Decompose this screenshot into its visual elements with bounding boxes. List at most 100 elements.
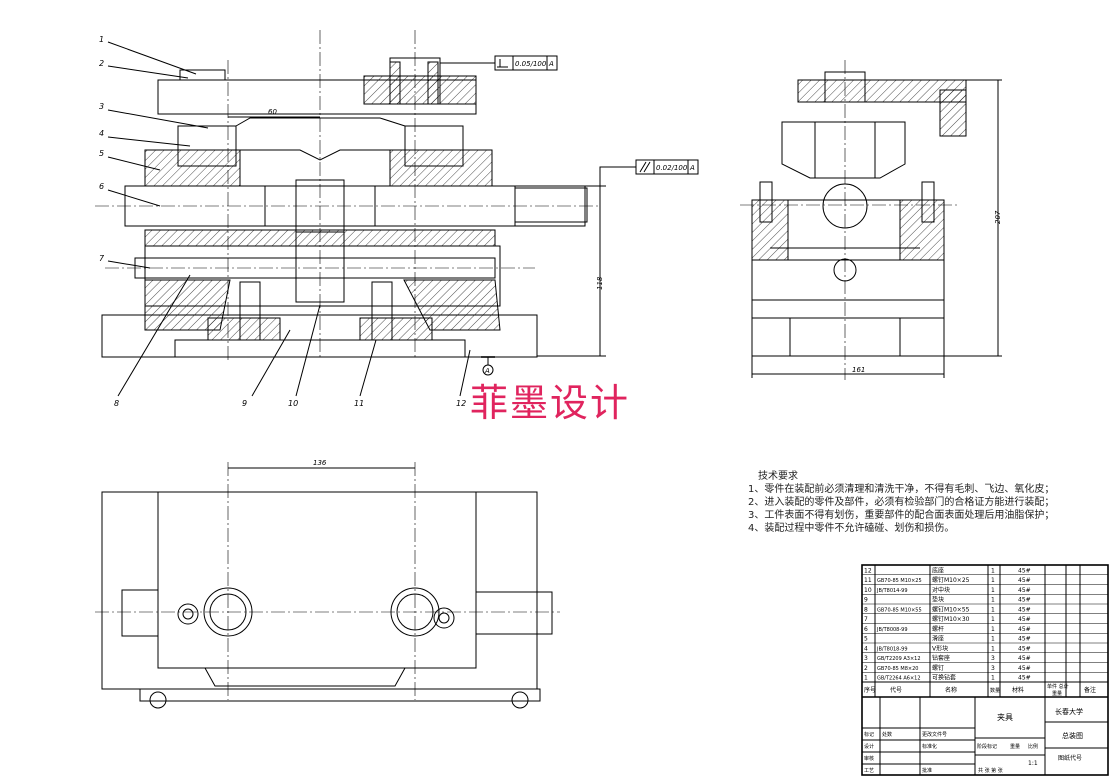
datum-a-mark: A [484,367,490,375]
header-weight: 单件 总计 [1047,683,1069,690]
table-row-no: 7 [864,616,868,623]
table-row-no: 3 [864,655,868,662]
perp-tol: 0.05/100 [515,60,547,68]
table-row-name: V形块 [932,644,948,652]
tech-item-4: 4、装配过程中零件不允许磕碰、划伤和损伤。 [748,523,955,534]
tech-item-3: 3、工件表面不得有划伤，重要部件的配合面表面处理后用油脂保护； [748,510,1055,521]
label-part-9: 9 [242,399,247,408]
perp-datum: A [548,60,554,68]
side-view [740,60,967,380]
table-row-qty: 1 [991,645,995,652]
table-row-qty: 3 [991,665,995,672]
header-code: 代号 [890,686,902,694]
label-part-4: 4 [99,129,104,138]
par-datum: A [689,164,695,172]
table-row-name: 螺杆 [932,625,944,633]
title-scale-label: 比例 [1028,743,1038,750]
header-no: 序号 [864,686,876,694]
table-row-no: 4 [864,645,868,652]
table-row-qty: 1 [991,616,995,623]
title-approve-label: 批准 [922,767,932,774]
table-row-material: 45# [1018,675,1031,682]
header-weight-sub: 重量 [1052,690,1062,697]
table-row-material: 45# [1018,587,1031,594]
label-part-8: 8 [114,399,119,408]
title-process-label: 工艺 [864,768,874,774]
table-row-material: 45# [1018,636,1031,643]
table-row-name: 可换钻套 [932,674,956,682]
table-row-material: 45# [1018,597,1031,604]
dim-136: 136 [313,459,327,467]
title-check-label: 审核 [864,755,874,762]
table-row-no: 5 [864,636,868,643]
par-tol: 0.02/100 [656,164,688,172]
label-part-6: 6 [99,182,104,191]
table-row-qty: 1 [991,567,995,574]
watermark: 菲墨设计 [470,381,631,425]
table-row-material: 45# [1018,665,1031,672]
table-row-qty: 1 [991,597,995,604]
label-part-7: 7 [99,254,105,263]
side-view-dimensions: 161 207 [751,79,1002,378]
tech-item-2: 2、进入装配的零件及部件，必须有检验部门的合格证方能进行装配； [748,497,1055,508]
title-sheet-label: 共 张 第 张 [978,767,1003,774]
table-row-no: 12 [864,567,872,574]
table-row-name: 底座 [932,566,944,574]
table-row-material: 45# [1018,645,1031,652]
title-drawing-name: 夹具 [997,712,1013,722]
dim-118: 118 [596,276,604,290]
title-school: 长春大学 [1055,707,1083,716]
table-row-material: 45# [1018,606,1031,613]
tech-title: 技术要求 [758,471,798,482]
table-row-code: JB/T8018-99 [876,646,908,652]
table-row-code: JB/T8008-99 [876,627,908,633]
table-row-name: 对中块 [932,586,950,594]
table-row-no: 1 [864,675,868,682]
title-scale: 1:1 [1028,760,1038,767]
table-row-code: GB/T2264 A6×12 [877,676,921,682]
part-leaders: 1 2 3 4 5 6 7 8 9 10 11 12 [99,35,471,408]
table-row-name: 螺钉M10×25 [932,576,970,584]
tech-item-1: 1、零件在装配前必须清理和清洗干净，不得有毛刺、飞边、氧化皮； [748,484,1055,495]
table-row-material: 45# [1018,577,1031,584]
table-row-qty: 1 [991,587,995,594]
title-std-label: 标准化 [922,743,937,750]
title-design-label: 设计 [864,743,874,750]
title-weight-label: 重量 [1010,743,1020,750]
table-row-material: 45# [1018,616,1031,623]
label-part-3: 3 [99,102,104,111]
label-part-2: 2 [99,59,104,68]
dim-60: 60 [268,108,277,116]
table-row-name: 螺钉M10×55 [932,605,970,613]
table-row-material: 45# [1018,567,1031,574]
table-row-name: 螺钉M10×30 [932,615,970,623]
table-row-qty: 3 [991,655,995,662]
table-row-no: 10 [864,587,872,594]
header-remark: 备注 [1084,686,1096,694]
front-view [95,30,600,360]
table-row-material: 45# [1018,626,1031,633]
technical-requirements: 技术要求 1、零件在装配前必须清理和清洗干净，不得有毛刺、飞边、氧化皮； 2、进… [748,470,1054,535]
table-row-code: JB/T8014-99 [876,588,908,594]
table-row-no: 6 [864,626,868,633]
dim-161: 161 [852,366,865,374]
table-row-name: 滑座 [932,635,944,643]
title-count-label: 处数 [882,731,892,738]
table-row-qty: 1 [991,626,995,633]
table-row-qty: 1 [991,577,995,584]
table-row-no: 8 [864,606,868,613]
title-drawing-type: 总装图 [1062,731,1083,740]
title-change-label: 更改文件号 [922,731,947,738]
label-part-1: 1 [99,35,104,44]
dim-207: 207 [994,210,1002,224]
table-row-code: GB70-85 M8×20 [877,666,918,672]
front-view-dimensions: 60 118 0.05/100 A 0.02/100 A A [228,55,699,376]
table-row-no: 11 [864,577,872,584]
label-part-5: 5 [99,149,104,158]
top-view: 136 [95,459,560,709]
table-row-code: GB70-85 M10×55 [877,607,922,613]
header-material: 材料 [1012,686,1024,694]
